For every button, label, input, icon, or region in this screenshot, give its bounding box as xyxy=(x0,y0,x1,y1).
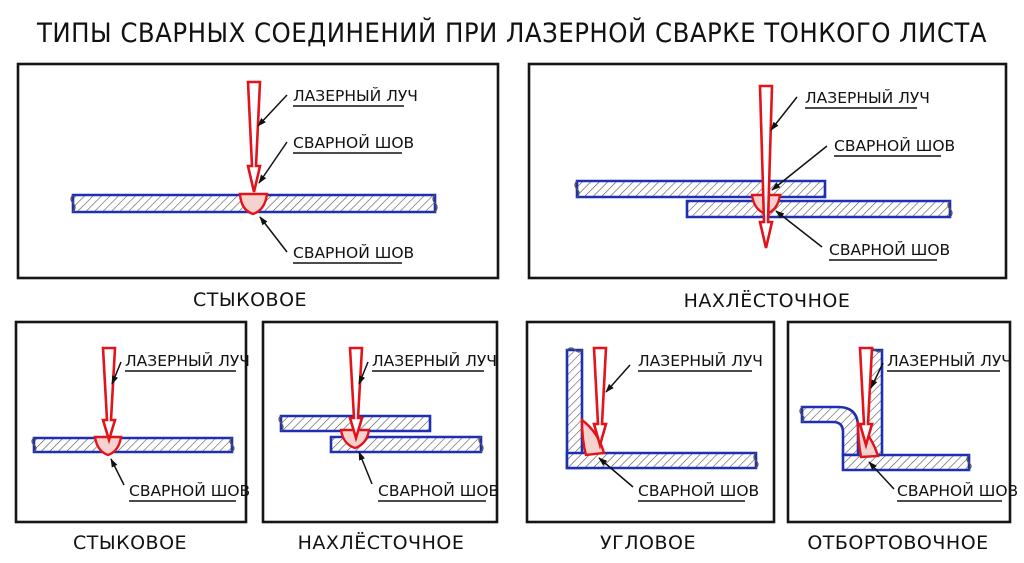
panel-caption: НАХЛЁСТОЧНОЕ xyxy=(684,289,851,312)
laser-beam-arrow xyxy=(246,80,262,193)
panel-caption: ОТБОРТОВОЧНОЕ xyxy=(807,532,988,554)
laser-beam-label: ЛАЗЕРНЫЙ ЛУЧ xyxy=(293,86,418,105)
break-line xyxy=(966,454,972,471)
panel-flange-joint: ЛАЗЕРНЫЙ ЛУЧ СВАРНОЙ ШОВ xyxy=(786,320,1018,524)
panel-caption: СТЫКОВОЕ xyxy=(73,532,187,554)
leader-line xyxy=(605,364,631,393)
leader-line xyxy=(870,362,884,389)
laser-beam-arrow xyxy=(348,346,364,443)
weld-seam-label: СВАРНОЙ ШОВ xyxy=(638,481,759,500)
panel-butt-joint-large: ЛАЗЕРНЫЙ ЛУЧ СВАРНОЙ ШОВ СВАРНОЙ ШОВ xyxy=(16,62,500,280)
weld-seam-label: СВАРНОЙ ШОВ xyxy=(378,481,499,500)
vertical-plate xyxy=(565,348,584,470)
panel-caption: УГЛОВОЕ xyxy=(600,532,696,554)
laser-beam-arrow xyxy=(858,346,874,450)
weld-seam xyxy=(93,435,123,457)
break-line xyxy=(31,437,37,453)
break-line xyxy=(753,452,759,469)
weld-seam-label: СВАРНОЙ ШОВ xyxy=(129,481,250,500)
break-line xyxy=(566,347,583,353)
laser-beam-label: ЛАЗЕРНЫЙ ЛУЧ xyxy=(638,351,763,370)
leader-line xyxy=(775,210,823,248)
leader-line xyxy=(358,451,373,485)
leader-line xyxy=(598,457,634,488)
laser-beam-label: ЛАЗЕРНЫЙ ЛУЧ xyxy=(887,351,1012,370)
laser-beam-arrow xyxy=(758,84,774,249)
panel-frame xyxy=(14,320,248,524)
leader-line xyxy=(358,361,369,385)
weld-seam-label: СВАРНОЙ ШОВ xyxy=(293,243,414,262)
break-line xyxy=(278,415,284,432)
break-line xyxy=(799,406,805,423)
laser-beam-arrow xyxy=(592,346,608,450)
leader-line xyxy=(868,461,895,490)
break-line xyxy=(574,180,580,198)
leader-line xyxy=(259,216,288,253)
leader-line xyxy=(257,94,288,127)
leader-line xyxy=(111,361,122,385)
plate xyxy=(32,436,234,454)
workpiece xyxy=(565,347,759,470)
diagram-title: ТИПЫ СВАРНЫХ СОЕДИНЕНИЙ ПРИ ЛАЗЕРНОЙ СВА… xyxy=(36,17,987,49)
break-line xyxy=(478,436,484,453)
weld-seam-label: СВАРНОЙ ШОВ xyxy=(829,240,950,259)
upper-plate xyxy=(575,179,827,199)
panel-caption: НАХЛЁСТОЧНОЕ xyxy=(298,531,465,554)
break-line xyxy=(70,194,76,213)
panel-lap-joint-small: ЛАЗЕРНЫЙ ЛУЧ СВАРНОЙ ШОВ xyxy=(261,320,499,524)
horizontal-plate xyxy=(565,451,758,470)
laser-beam-label: ЛАЗЕРНЫЙ ЛУЧ xyxy=(125,351,250,370)
weld-seam xyxy=(238,192,269,216)
weld-seam-label: СВАРНОЙ ШОВ xyxy=(293,133,414,152)
lower-plate xyxy=(685,199,952,219)
workpiece xyxy=(31,436,235,454)
break-line xyxy=(432,194,438,213)
break-line xyxy=(947,200,953,218)
leader-line xyxy=(110,458,125,486)
leader-line xyxy=(770,96,798,131)
panel-corner-joint: ЛАЗЕРНЫЙ ЛУЧ СВАРНОЙ ШОВ xyxy=(525,320,776,524)
laser-beam-label: ЛАЗЕРНЫЙ ЛУЧ xyxy=(805,88,930,107)
weld-seam-label: СВАРНОЙ ШОВ xyxy=(897,481,1018,500)
laser-beam-arrow xyxy=(101,346,117,445)
weld-seam xyxy=(580,417,606,457)
panel-lap-joint-large: ЛАЗЕРНЫЙ ЛУЧ СВАРНОЙ ШОВ СВАРНОЙ ШОВ xyxy=(527,62,1008,280)
leader-line xyxy=(771,145,828,191)
break-line xyxy=(229,437,235,453)
weld-seam-label: СВАРНОЙ ШОВ xyxy=(834,136,955,155)
panel-butt-joint-small: ЛАЗЕРНЫЙ ЛУЧ СВАРНОЙ ШОВ xyxy=(14,320,250,524)
laser-beam-label: ЛАЗЕРНЫЙ ЛУЧ xyxy=(372,351,497,370)
panel-caption: СТЫКОВОЕ xyxy=(193,289,307,311)
leader-line xyxy=(258,141,288,184)
